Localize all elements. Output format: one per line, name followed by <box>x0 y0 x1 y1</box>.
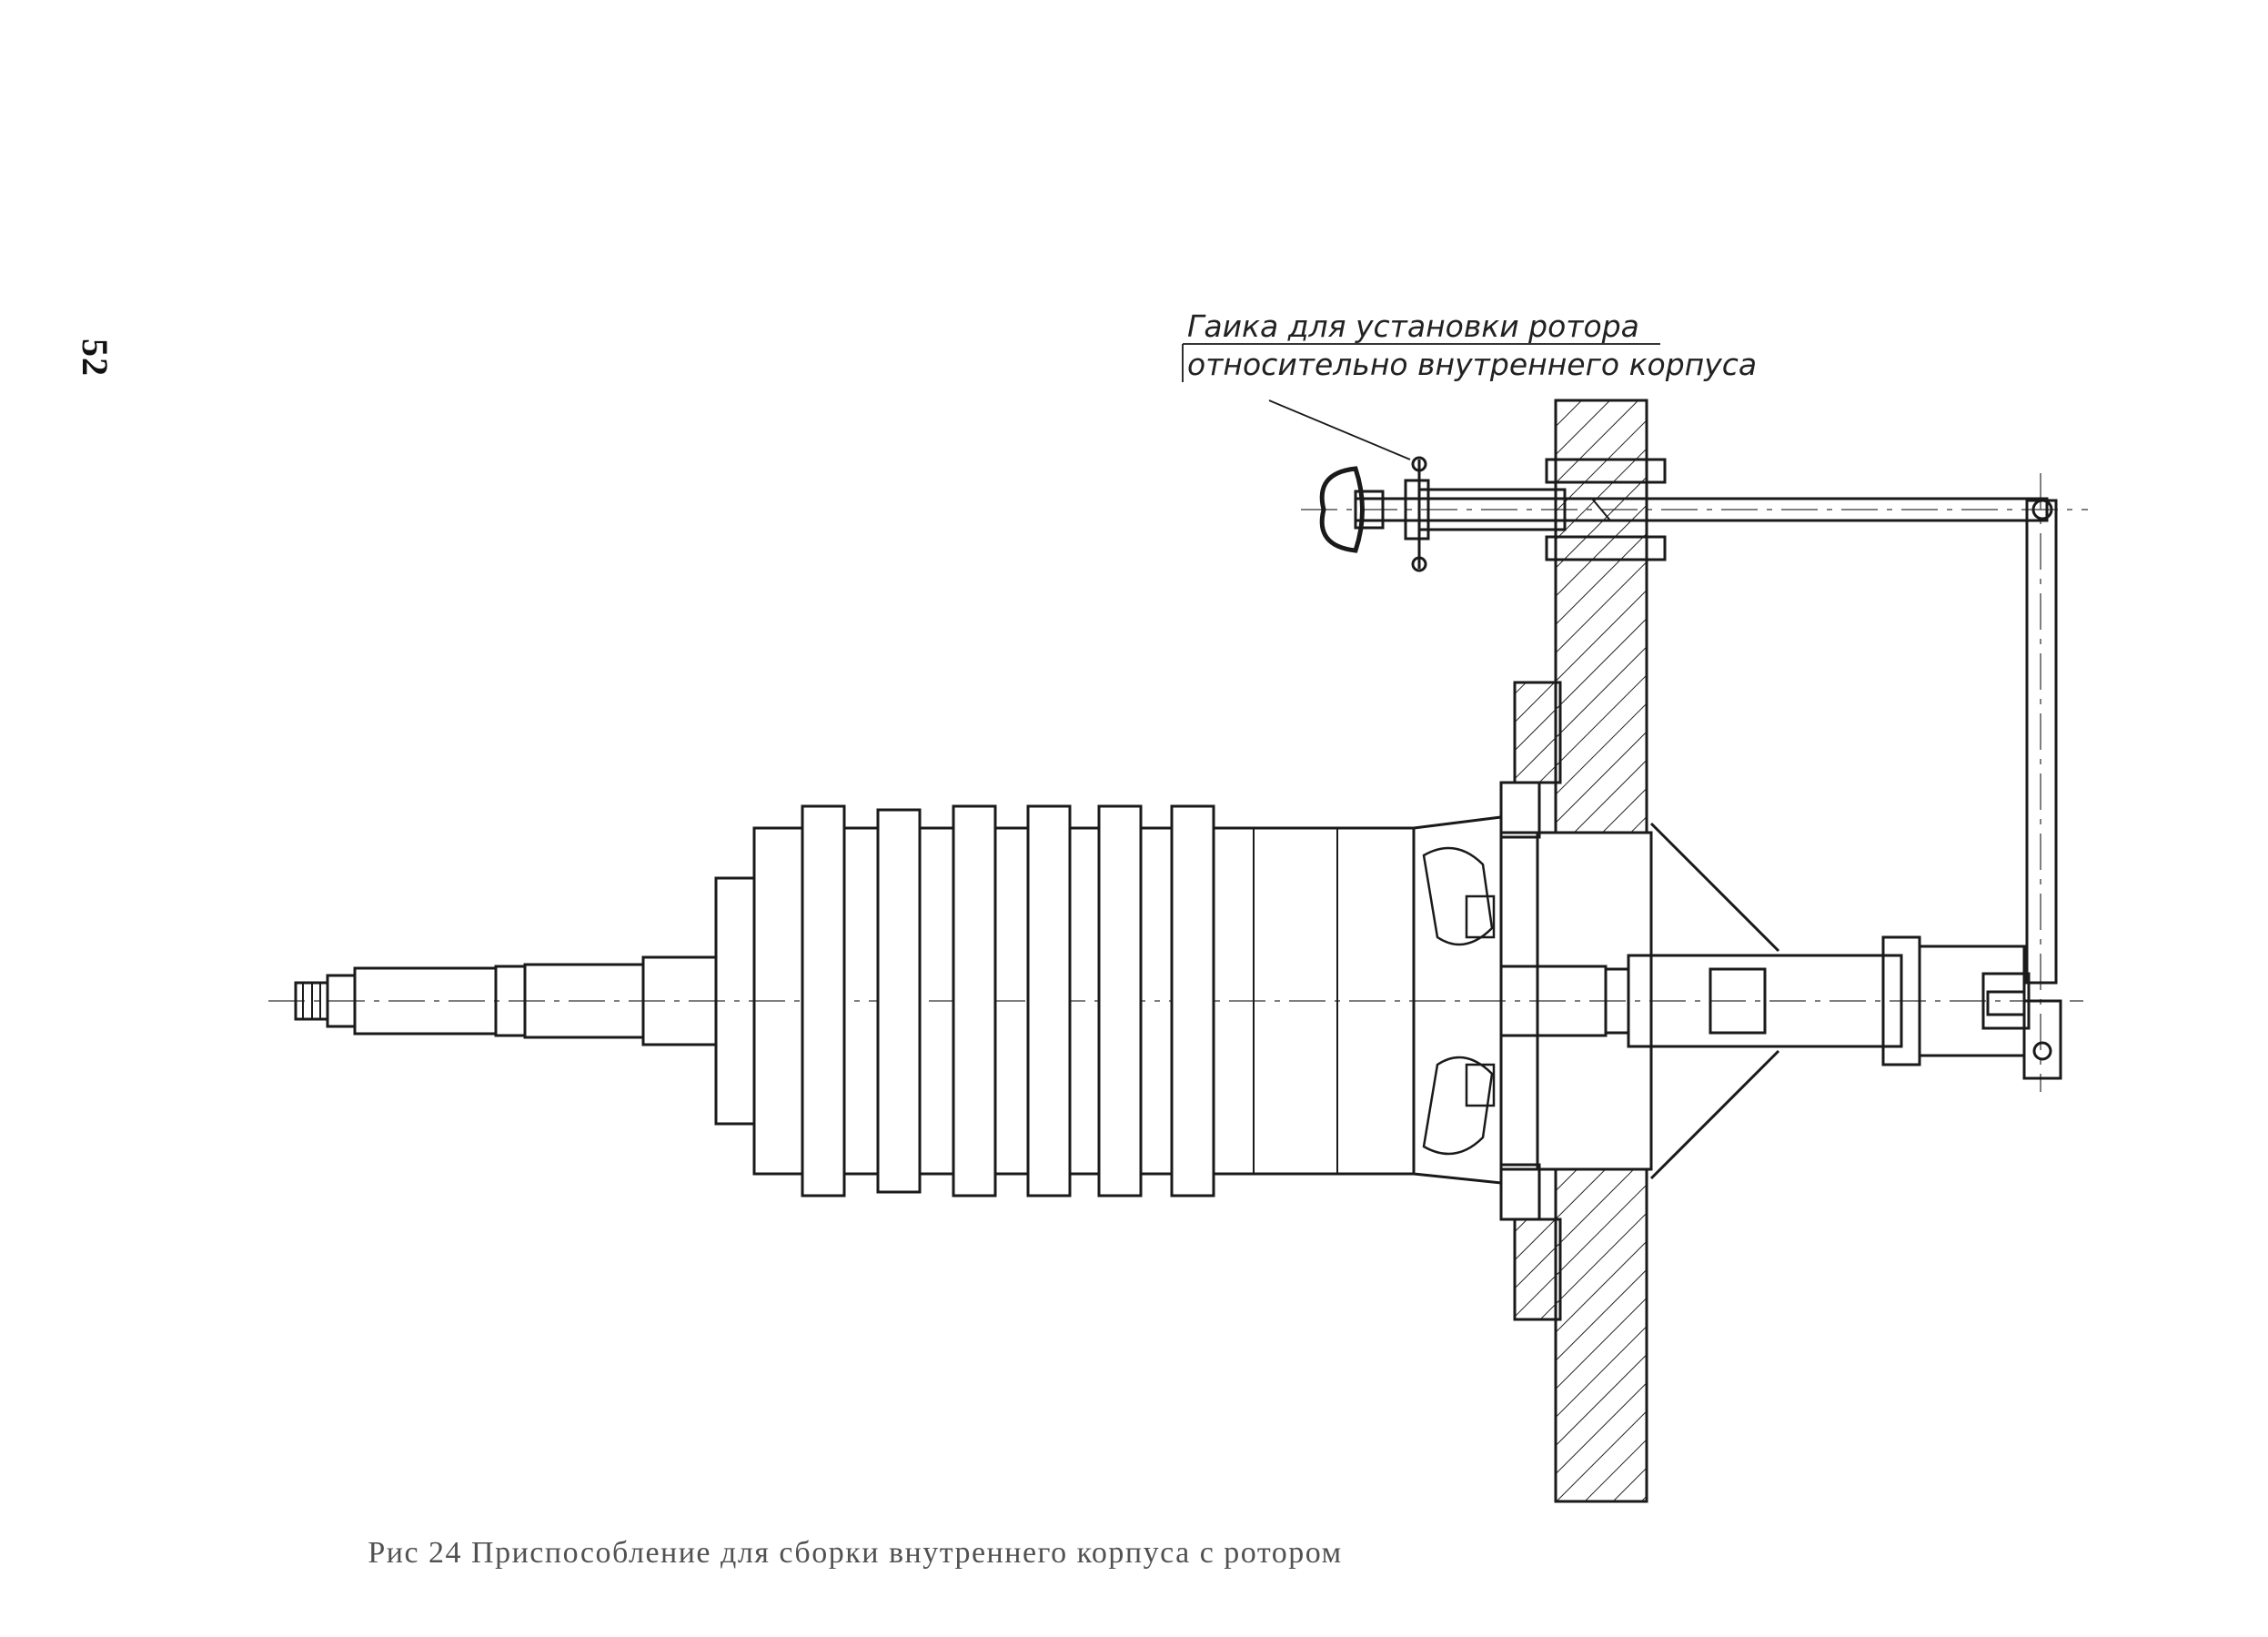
callout-line-1: Гаика для установки ротора <box>1187 308 1639 344</box>
wall-cap-top <box>1554 399 1648 834</box>
rotor-wheel-5 <box>1097 804 1143 1197</box>
callout: Гаика для установки ротора относительно … <box>1182 308 1757 460</box>
wall-bolt-upper <box>1545 458 1667 484</box>
base-block-upper <box>1513 681 1562 784</box>
vertical-link <box>1986 499 2062 1080</box>
adjusting-nut <box>1319 456 1427 572</box>
rotor-wheel-4 <box>1026 804 1072 1197</box>
link-upper-pivot <box>2031 499 2053 520</box>
base-block-lower <box>1513 1218 1562 1321</box>
figure-caption: Рис 24 Приспособление для сборки внутрен… <box>368 1536 1343 1570</box>
wall-cap-bottom <box>1554 1167 1648 1503</box>
sleeve-nut <box>1709 967 1767 1035</box>
foundation-wall <box>1513 399 1648 1503</box>
rod-nut <box>1404 479 1430 541</box>
conical-support <box>1604 822 2031 1180</box>
callout-leader <box>1268 399 1411 460</box>
rotor-body <box>714 804 1416 1197</box>
threaded-rod <box>1354 458 2049 561</box>
rotor-wheel-6 <box>1170 804 1215 1197</box>
wall-bolt-lower <box>1545 535 1667 561</box>
rotor-wheel-2 <box>876 808 922 1194</box>
inner-casing <box>1412 815 1608 1185</box>
support-sleeve-inner <box>1604 967 1630 1035</box>
link-lower-bracket <box>2022 999 2062 1080</box>
callout-line-2: относительно внутреннего корпуса <box>1187 347 1757 382</box>
rotor-wheel-3 <box>952 804 997 1197</box>
link-lower-pivot <box>2032 1041 2052 1061</box>
rotor-wheel-1 <box>801 804 846 1197</box>
hand-wheel-handle <box>1319 466 1365 553</box>
